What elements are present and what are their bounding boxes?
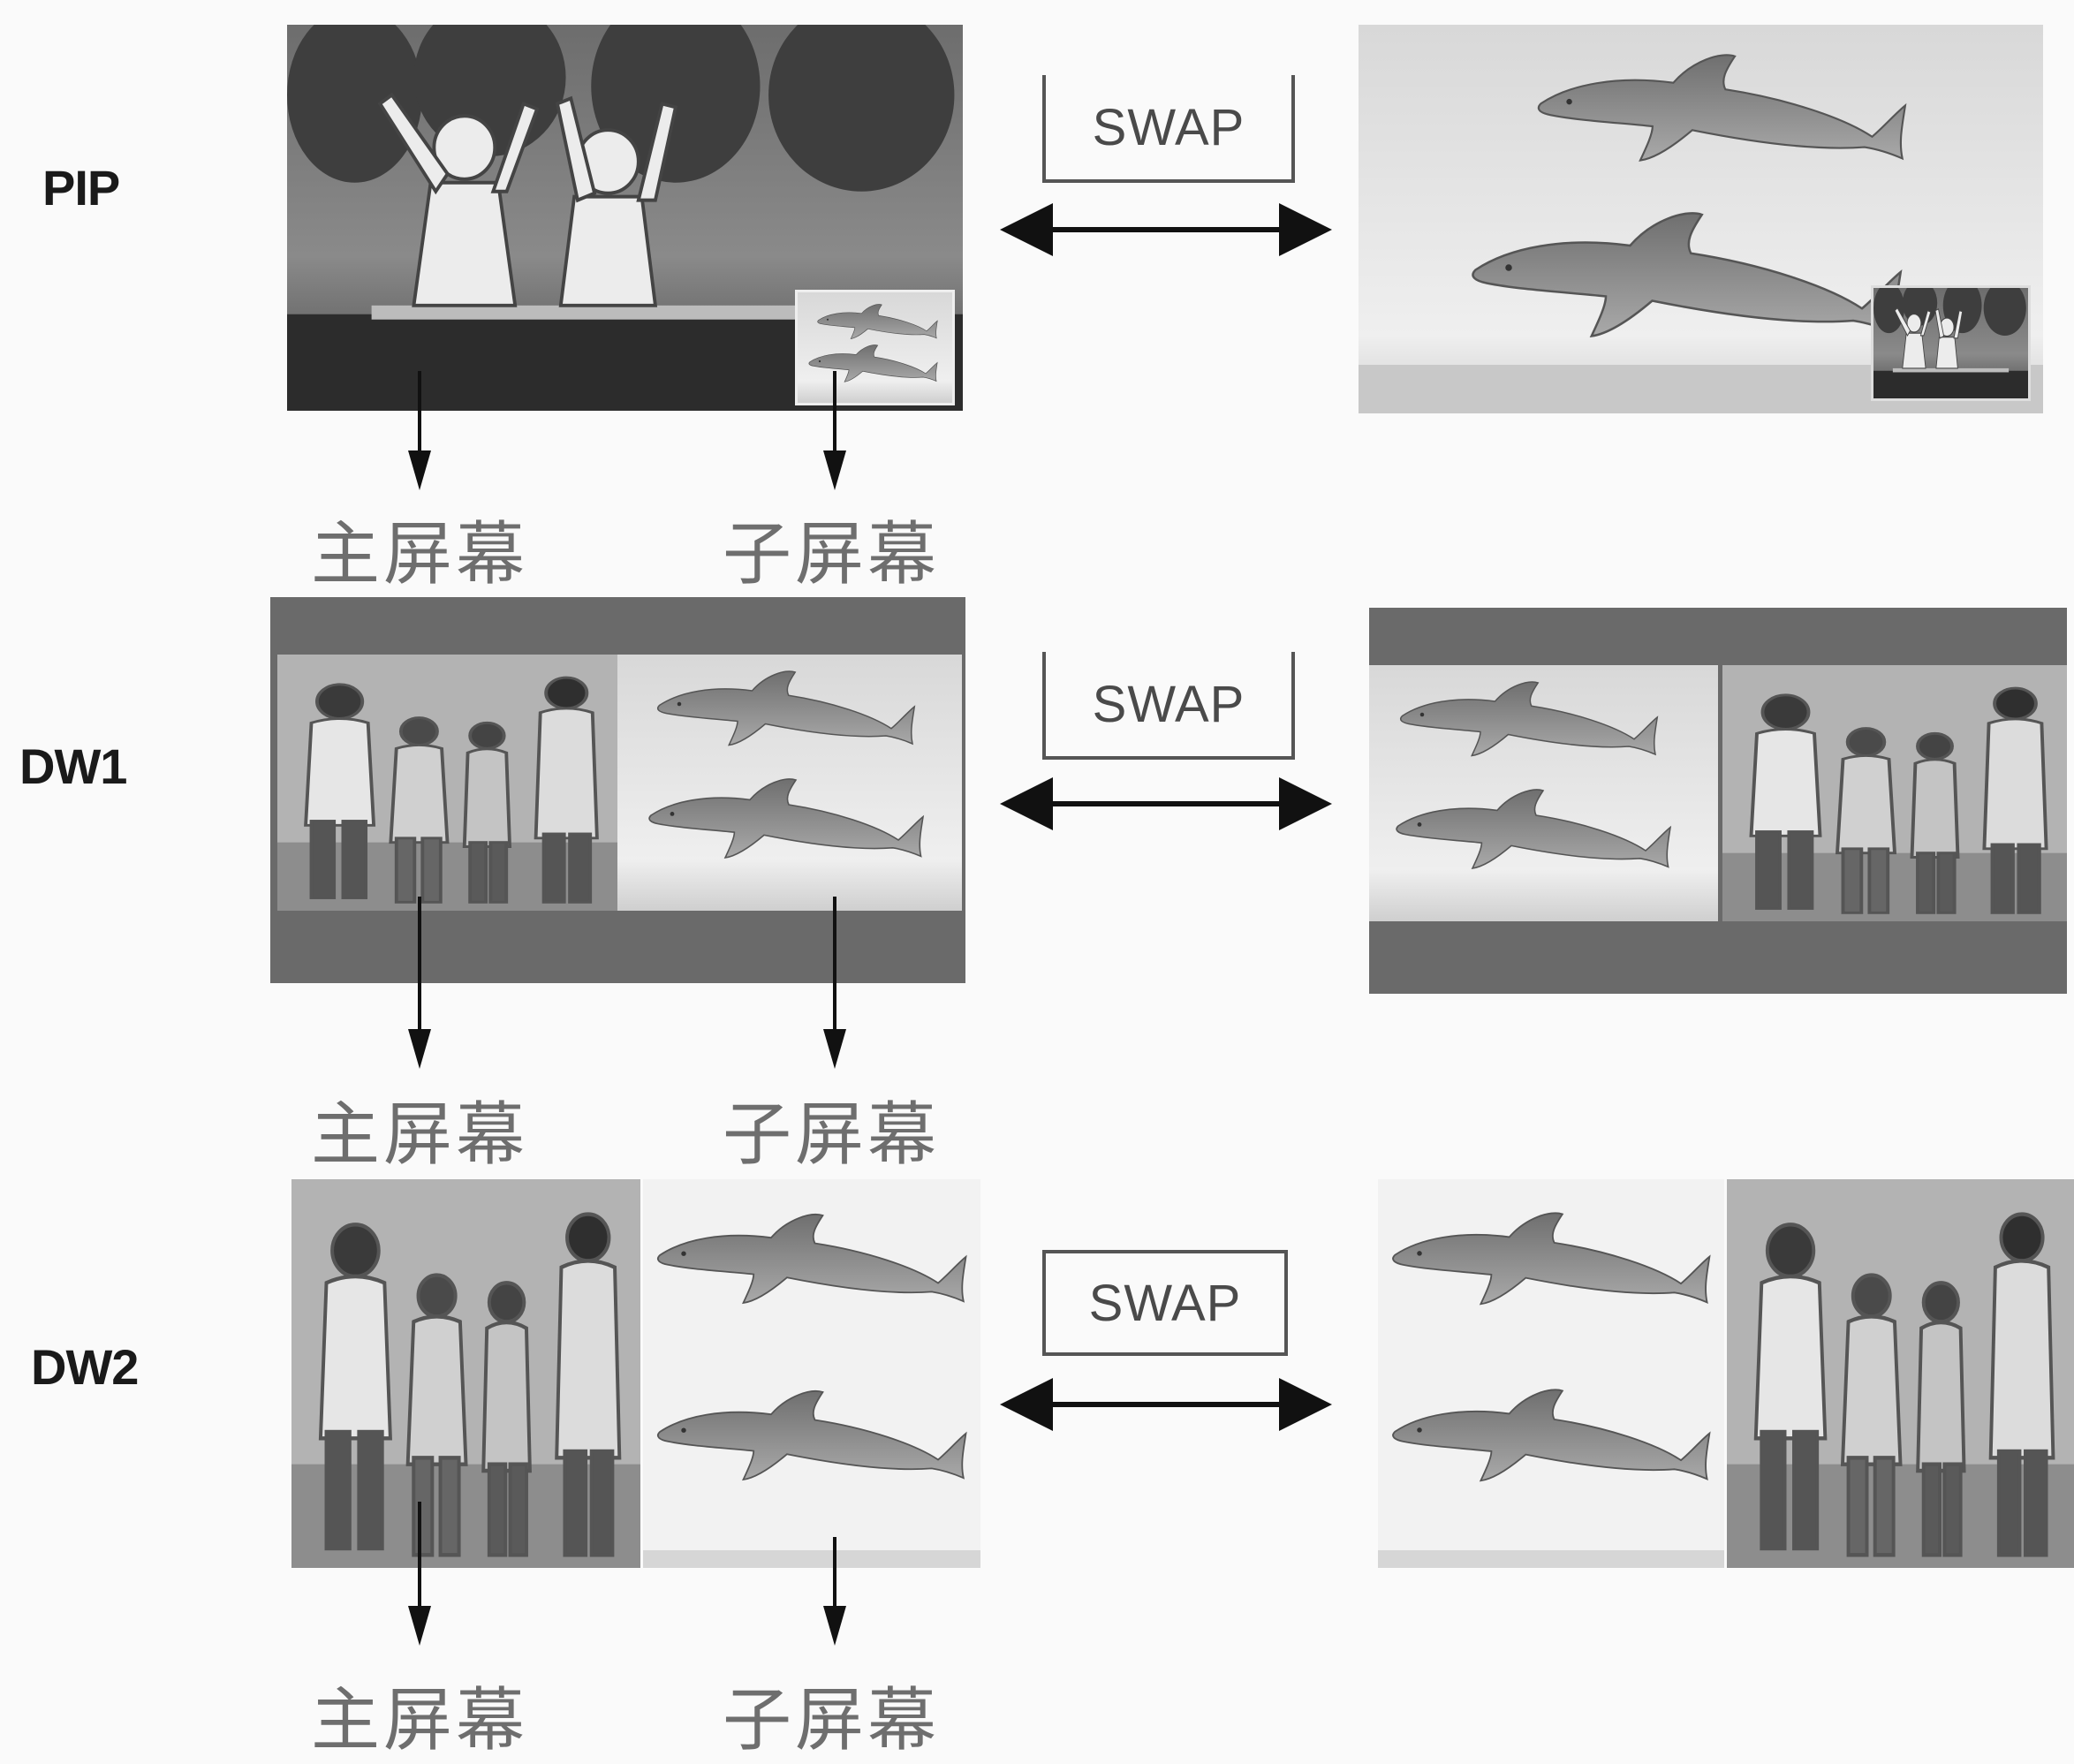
people-picture (277, 655, 617, 911)
dw1-main-caption: 主屏幕 (311, 1095, 529, 1175)
pip-double-arrow (1000, 203, 1332, 256)
people-picture (291, 1179, 640, 1568)
dolphin-picture (1378, 1179, 1724, 1568)
dw2-sub-down-arrow (823, 1537, 846, 1646)
dw2-main-down-arrow (408, 1502, 431, 1646)
mode-label-dw1: DW1 (19, 738, 127, 794)
pip-after-sub-window (1871, 285, 2031, 401)
mode-label-dw2: DW2 (31, 1339, 139, 1395)
dw2-sub-caption: 子屏幕 (723, 1681, 941, 1760)
dw1-swap-label: SWAP (1042, 652, 1295, 760)
pip-sub-down-arrow (823, 371, 846, 490)
pip-after-screen (1359, 25, 2043, 413)
dw1-main-window (277, 655, 617, 911)
dw1-sub-down-arrow (823, 897, 846, 1069)
people-picture (1873, 288, 2028, 398)
pip-swap-label: SWAP (1042, 75, 1295, 183)
dolphin-picture (617, 655, 962, 911)
dw1-after-right (1722, 665, 2067, 921)
dw1-sub-window (617, 655, 962, 911)
pip-main-down-arrow (408, 371, 431, 490)
dw2-before-screen (291, 1179, 980, 1568)
dw2-after-right (1727, 1179, 2074, 1568)
pip-before-screen (287, 25, 963, 411)
dw1-after-left (1369, 665, 1718, 921)
dw2-main-window (291, 1179, 640, 1568)
mode-label-pip: PIP (42, 160, 120, 216)
dolphin-picture (1369, 665, 1718, 921)
dw2-double-arrow (1000, 1378, 1332, 1431)
people-picture (1727, 1179, 2074, 1568)
pip-sub-window (795, 290, 955, 405)
dolphin-picture (798, 292, 952, 403)
dw2-main-caption: 主屏幕 (311, 1681, 529, 1760)
dw1-after-screen (1369, 608, 2067, 994)
dw1-before-screen (270, 597, 965, 983)
dw1-sub-caption: 子屏幕 (723, 1095, 941, 1175)
dw2-swap-label: SWAP (1042, 1250, 1288, 1356)
dw1-double-arrow (1000, 777, 1332, 830)
dw2-after-left (1378, 1179, 1724, 1568)
dolphin-picture (643, 1179, 980, 1568)
dw2-sub-window (643, 1179, 980, 1568)
dw1-main-down-arrow (408, 897, 431, 1069)
pip-sub-caption: 子屏幕 (723, 515, 941, 594)
pip-main-caption: 主屏幕 (311, 515, 529, 594)
people-picture (1722, 665, 2067, 921)
dw2-after-screen (1378, 1179, 2074, 1568)
